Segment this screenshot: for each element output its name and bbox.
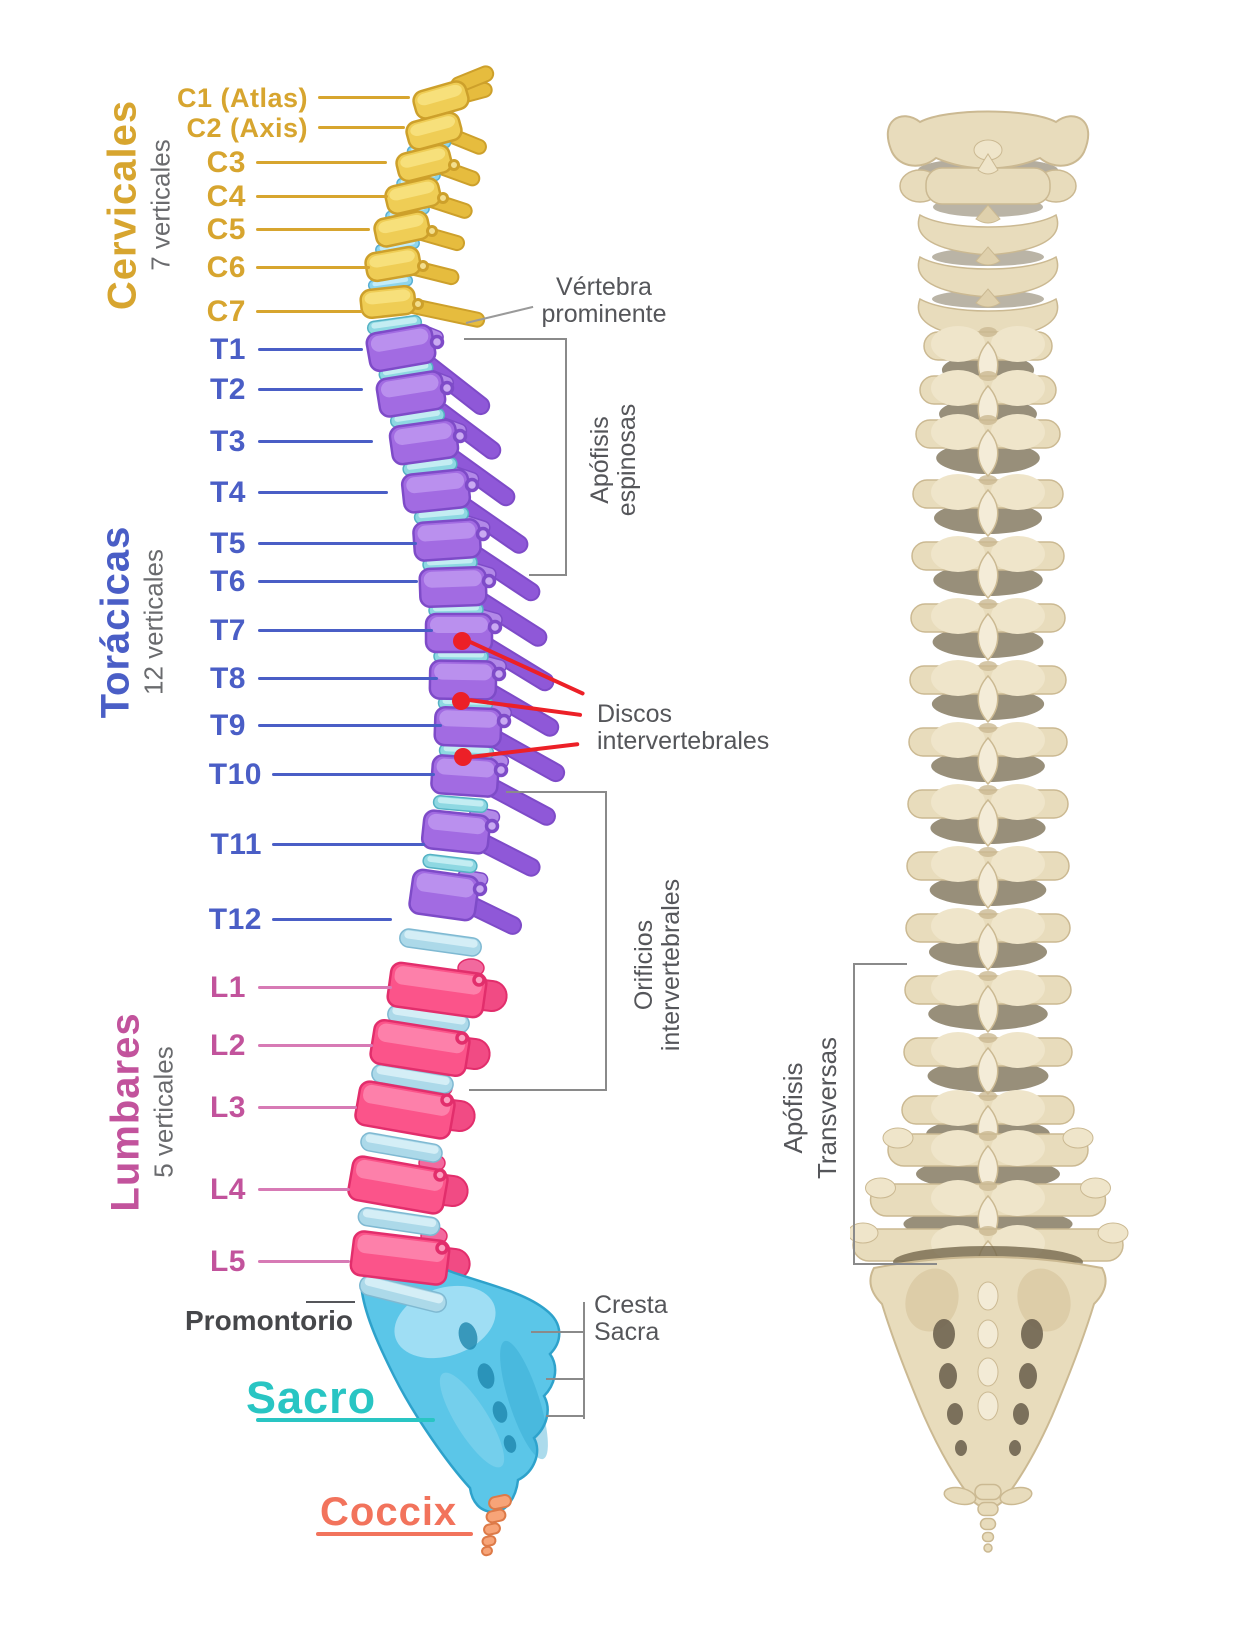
disc-dot-3 bbox=[454, 748, 472, 766]
sacro-label: Sacro bbox=[246, 1372, 377, 1423]
vertebra-label-c2: C2 (Axis) bbox=[186, 113, 308, 143]
coccix-underline bbox=[316, 1532, 473, 1536]
vertebra-label-l5: L5 bbox=[209, 1245, 246, 1278]
vertebra-label-t9: T9 bbox=[209, 709, 246, 742]
leader-line-t4 bbox=[258, 491, 388, 494]
discos-line1: Discos bbox=[597, 700, 673, 728]
transversas-bracket-vertical bbox=[853, 963, 855, 1265]
vertebra-label-c1: C1 (Atlas) bbox=[176, 83, 308, 113]
vertebra-label-t5: T5 bbox=[209, 527, 246, 560]
lateral-bodies-discs bbox=[347, 80, 503, 1313]
vertebra-label-t6: T6 bbox=[209, 565, 246, 598]
leader-line-t5 bbox=[258, 542, 417, 545]
disc-pointer-2 bbox=[468, 698, 583, 718]
leader-line-t6 bbox=[258, 580, 418, 583]
disc-pointer-3 bbox=[469, 741, 580, 759]
leader-line-t2 bbox=[258, 388, 363, 391]
cresta-sacra-line1: Cresta bbox=[594, 1291, 668, 1319]
transversas-bracket-top bbox=[853, 963, 907, 965]
vertebra-label-t7: T7 bbox=[209, 614, 246, 647]
leader-line-c3 bbox=[256, 161, 387, 164]
cresta-tick-3 bbox=[546, 1415, 585, 1417]
leader-line-c2 bbox=[318, 126, 405, 129]
vertebra-label-t8: T8 bbox=[209, 662, 246, 695]
posterior-spine-illustration bbox=[850, 110, 1129, 1553]
leader-line-l2 bbox=[258, 1044, 373, 1047]
vertebra-prominente-line2: prominente bbox=[541, 300, 667, 328]
orificios-bracket-bottom bbox=[469, 1089, 607, 1091]
vertebra-label-t3: T3 bbox=[209, 425, 246, 458]
vertebra-label-t1: T1 bbox=[209, 333, 246, 366]
leader-line-t3 bbox=[258, 440, 373, 443]
posterior-column bbox=[850, 110, 1129, 1553]
vertebra-label-t12: T12 bbox=[208, 903, 262, 936]
discos-line2: intervertebrales bbox=[597, 727, 770, 755]
cresta-tick-2 bbox=[546, 1378, 585, 1380]
leader-line-t12 bbox=[272, 918, 392, 921]
vertebra-prominente-label: Vértebra prominente bbox=[541, 274, 666, 328]
orificios-label: Orificios intervertebrales bbox=[630, 878, 685, 1052]
apofisis-espinosas-label: Apófisis espinosas bbox=[586, 403, 641, 517]
leader-line-c7 bbox=[256, 310, 363, 313]
leader-line-c1 bbox=[318, 96, 410, 99]
vertebra-label-c3: C3 bbox=[206, 146, 246, 179]
leader-line-l3 bbox=[258, 1106, 357, 1109]
leader-line-c5 bbox=[256, 228, 370, 231]
cresta-sacra-line2: Sacra bbox=[594, 1318, 660, 1346]
leader-line-l1 bbox=[258, 986, 392, 989]
espinosas-bracket-vertical bbox=[565, 338, 567, 576]
apofisis-transversas-line2: Transversas bbox=[812, 1036, 842, 1180]
leader-line-t10 bbox=[272, 773, 435, 776]
vertebra-label-l3: L3 bbox=[209, 1091, 246, 1124]
sacro-underline bbox=[256, 1418, 435, 1422]
promontorio-tick bbox=[306, 1301, 355, 1303]
section-title-lumbares: Lumbares bbox=[103, 1012, 148, 1212]
leader-line-t8 bbox=[258, 677, 438, 680]
vertebra-label-c6: C6 bbox=[206, 251, 246, 284]
vertebra-label-c5: C5 bbox=[206, 213, 246, 246]
leader-line-t1 bbox=[258, 348, 363, 351]
leader-line-l4 bbox=[258, 1188, 350, 1191]
section-title-toracicas: Torácicas bbox=[93, 525, 138, 719]
leader-line-t7 bbox=[258, 629, 433, 632]
vertebra-label-c7: C7 bbox=[206, 295, 246, 328]
disc-pointer-1 bbox=[467, 639, 586, 697]
cresta-sacra-label: Cresta Sacra bbox=[594, 1292, 668, 1346]
leader-line-c4 bbox=[256, 195, 388, 198]
vertebra-prominente-pointer bbox=[465, 305, 534, 324]
vertebra-label-t11: T11 bbox=[210, 828, 262, 861]
leader-line-t9 bbox=[258, 724, 442, 727]
orificios-line2: intervertebrales bbox=[657, 878, 685, 1052]
vertebra-label-t10: T10 bbox=[208, 758, 262, 791]
leader-line-c6 bbox=[256, 266, 370, 269]
vertebra-label-l2: L2 bbox=[209, 1029, 246, 1062]
transversas-bracket-bottom bbox=[853, 1263, 937, 1265]
orificios-bracket-top bbox=[506, 791, 607, 793]
apofisis-espinosas-line1: Apófisis bbox=[586, 416, 614, 504]
leader-line-t11 bbox=[272, 843, 425, 846]
vertebra-label-c4: C4 bbox=[206, 180, 246, 213]
apofisis-transversas-label: Apófisis Transversas bbox=[776, 1037, 844, 1179]
disc-dot-2 bbox=[452, 692, 470, 710]
vertebra-label-t2: T2 bbox=[209, 373, 246, 406]
vertebra-label-t4: T4 bbox=[209, 476, 246, 509]
cresta-tick-1 bbox=[531, 1331, 585, 1333]
promontorio-label: Promontorio bbox=[185, 1305, 353, 1336]
apofisis-transversas-line1: Apófisis bbox=[778, 1062, 808, 1154]
discos-label: Discos intervertebrales bbox=[597, 701, 769, 755]
disc-dot-1 bbox=[453, 632, 471, 650]
vertebra-label-l1: L1 bbox=[209, 971, 246, 1004]
vertebra-label-l4: L4 bbox=[209, 1173, 246, 1206]
cresta-bracket-vertical bbox=[583, 1302, 585, 1419]
coccix-label: Coccix bbox=[320, 1490, 458, 1534]
leader-line-l5 bbox=[258, 1260, 350, 1263]
apofisis-espinosas-line2: espinosas bbox=[613, 403, 641, 517]
espinosas-bracket-bottom bbox=[529, 574, 567, 576]
vertebra-prominente-line1: Vértebra bbox=[556, 273, 652, 301]
orificios-bracket-vertical bbox=[605, 791, 607, 1091]
orificios-line1: Orificios bbox=[630, 919, 658, 1011]
espinosas-bracket-top bbox=[464, 338, 567, 340]
